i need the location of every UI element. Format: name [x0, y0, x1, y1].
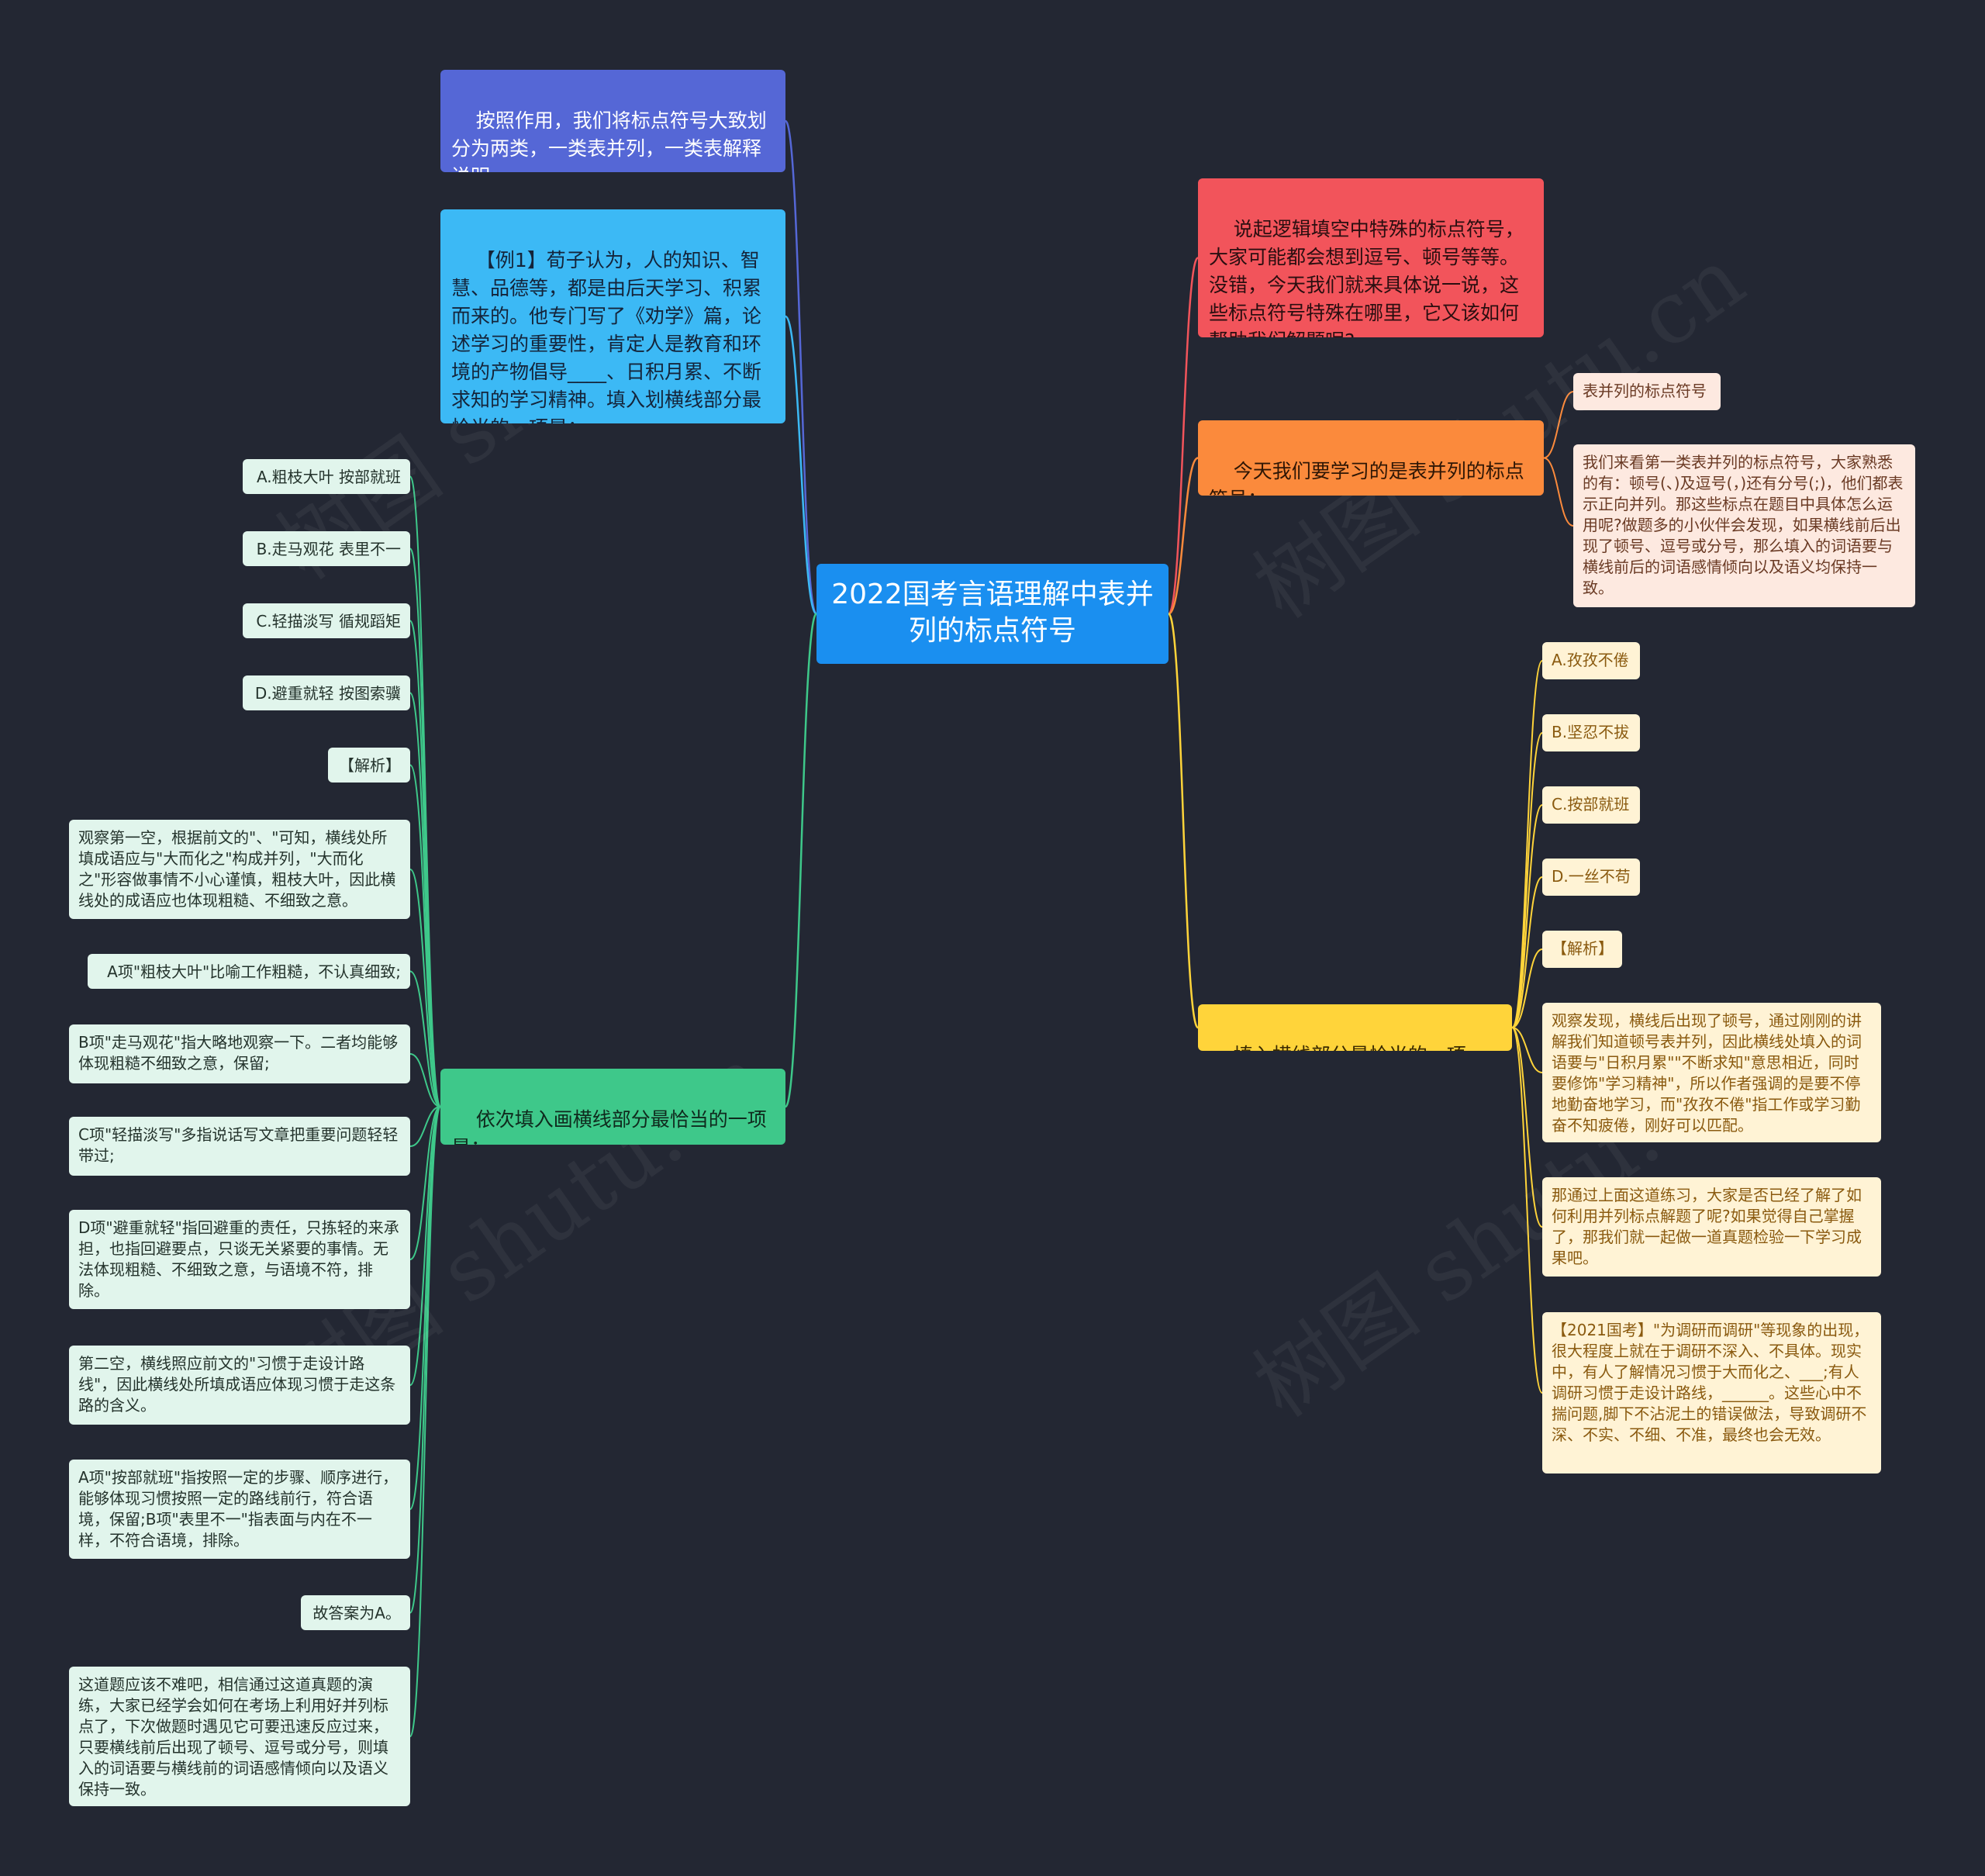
connector-root-left-2: [784, 315, 818, 615]
connector-root-right-3: [1167, 613, 1200, 1029]
right-2-child-0[interactable]: 表并列的标点符号: [1573, 373, 1721, 410]
connector-right-3-7: [1511, 1027, 1543, 1394]
topic-right-2[interactable]: 今天我们要学习的是表并列的标点符号：: [1198, 420, 1544, 496]
left-3-child-1[interactable]: B.走马观花 表里不一: [243, 531, 410, 566]
topic-left-2[interactable]: 【例1】荀子认为，人的知识、智慧、品德等，都是由后天学习、积累而来的。他专门写了…: [440, 209, 785, 423]
right-3-child-4[interactable]: 【解析】: [1542, 931, 1622, 968]
connector-right-2-0: [1543, 391, 1574, 459]
right-3-child-7[interactable]: 【2021国考】"为调研而调研"等现象的出现，很大程度上就在于调研不深入、不具体…: [1542, 1312, 1881, 1474]
connector-left-3-4: [409, 764, 441, 1107]
topic-left-1-text: 按照作用，我们将标点符号大致划分为两类，一类表并列，一类表解释说明。: [451, 109, 767, 172]
right-3-child-0[interactable]: A.孜孜不倦: [1542, 642, 1640, 679]
left-3-child-4[interactable]: 【解析】: [328, 748, 410, 783]
left-3-child-12[interactable]: 故答案为A。: [301, 1595, 410, 1630]
connector-left-3-6: [409, 970, 441, 1107]
connector-root-left-1: [784, 119, 818, 615]
topic-right-1-text: 说起逻辑填空中特殊的标点符号，大家可能都会想到逗号、顿号等等。没错，今天我们就来…: [1209, 218, 1524, 337]
connector-right-3-3: [1511, 876, 1543, 1028]
left-3-child-11[interactable]: A项"按部就班"指按照一定的步骤、顺序进行，能够体现习惯按照一定的路线前行，符合…: [69, 1460, 410, 1559]
connector-right-3-6: [1511, 1027, 1543, 1228]
left-3-child-9[interactable]: D项"避重就轻"指回避重的责任，只拣轻的来承担，也指回避要点，只谈无关紧要的事情…: [69, 1210, 410, 1309]
connector-root-right-1: [1167, 257, 1200, 615]
left-3-child-5[interactable]: 观察第一空，根据前文的"、"可知，横线处所填成语应与"大而化之"构成并列，"大而…: [69, 820, 410, 919]
connector-root-left-3: [784, 613, 818, 1108]
left-3-child-13[interactable]: 这道题应该不难吧，相信通过这道真题的演练，大家已经学会如何在考场上利用好并列标点…: [69, 1667, 410, 1806]
root-topic[interactable]: 2022国考言语理解中表并列的标点符号: [816, 564, 1169, 664]
connector-right-3-2: [1511, 804, 1543, 1028]
left-3-child-6[interactable]: A项"粗枝大叶"比喻工作粗糙，不认真细致;: [88, 954, 410, 989]
topic-right-1[interactable]: 说起逻辑填空中特殊的标点符号，大家可能都会想到逗号、顿号等等。没错，今天我们就来…: [1198, 178, 1544, 337]
connector-right-3-1: [1511, 732, 1543, 1028]
right-3-child-5[interactable]: 观察发现，横线后出现了顿号，通过刚刚的讲解我们知道顿号表并列，因此横线处填入的词…: [1542, 1003, 1881, 1142]
left-3-child-8[interactable]: C项"轻描淡写"多指说话写文章把重要问题轻轻带过;: [69, 1117, 410, 1176]
topic-left-1[interactable]: 按照作用，我们将标点符号大致划分为两类，一类表并列，一类表解释说明。: [440, 70, 785, 172]
left-3-child-0[interactable]: A.粗枝大叶 按部就班: [243, 459, 410, 494]
topic-left-3[interactable]: 依次填入画横线部分最恰当的一项是：: [440, 1069, 785, 1145]
connector-right-3-4: [1511, 948, 1543, 1028]
topic-left-2-text: 【例1】荀子认为，人的知识、智慧、品德等，都是由后天学习、积累而来的。他专门写了…: [451, 249, 762, 423]
connector-left-3-7: [409, 1053, 441, 1107]
connector-left-3-1: [409, 548, 441, 1107]
right-2-child-1[interactable]: 我们来看第一类表并列的标点符号，大家熟悉的有：顿号(、)及逗号(，)还有分号(;…: [1573, 444, 1915, 607]
left-3-child-3[interactable]: D.避重就轻 按图索骥: [243, 675, 410, 710]
topic-right-3-text: 填入横线部分最恰当的一项是：: [1209, 1044, 1466, 1051]
topic-right-3[interactable]: 填入横线部分最恰当的一项是：: [1198, 1004, 1512, 1051]
topic-left-3-text: 依次填入画横线部分最恰当的一项是：: [451, 1108, 767, 1145]
connector-right-3-5: [1511, 1027, 1543, 1073]
right-3-child-3[interactable]: D.一丝不苟: [1542, 859, 1640, 896]
right-3-child-1[interactable]: B.坚忍不拔: [1542, 714, 1640, 751]
connector-left-3-13: [409, 1106, 441, 1737]
connector-left-3-9: [409, 1106, 441, 1260]
connector-left-3-5: [409, 869, 441, 1107]
left-3-child-10[interactable]: 第二空，横线照应前文的"习惯于走设计路线"，因此横线处所填成语应体现习惯于走这条…: [69, 1346, 410, 1425]
left-3-child-7[interactable]: B项"走马观花"指大略地观察一下。二者均能够体现粗糙不细致之意，保留;: [69, 1024, 410, 1083]
connector-left-3-10: [409, 1106, 441, 1386]
topic-right-2-text: 今天我们要学习的是表并列的标点符号：: [1209, 460, 1524, 496]
connector-right-2-1: [1543, 457, 1574, 527]
right-3-child-2[interactable]: C.按部就班: [1542, 786, 1640, 824]
connector-root-right-2: [1168, 457, 1199, 615]
left-3-child-2[interactable]: C.轻描淡写 循规蹈矩: [243, 603, 410, 638]
right-3-child-6[interactable]: 那通过上面这道练习，大家是否已经了解了如何利用并列标点解题了呢?如果觉得自己掌握…: [1542, 1177, 1881, 1277]
connector-right-3-0: [1511, 660, 1543, 1028]
connector-left-3-8: [409, 1106, 441, 1147]
